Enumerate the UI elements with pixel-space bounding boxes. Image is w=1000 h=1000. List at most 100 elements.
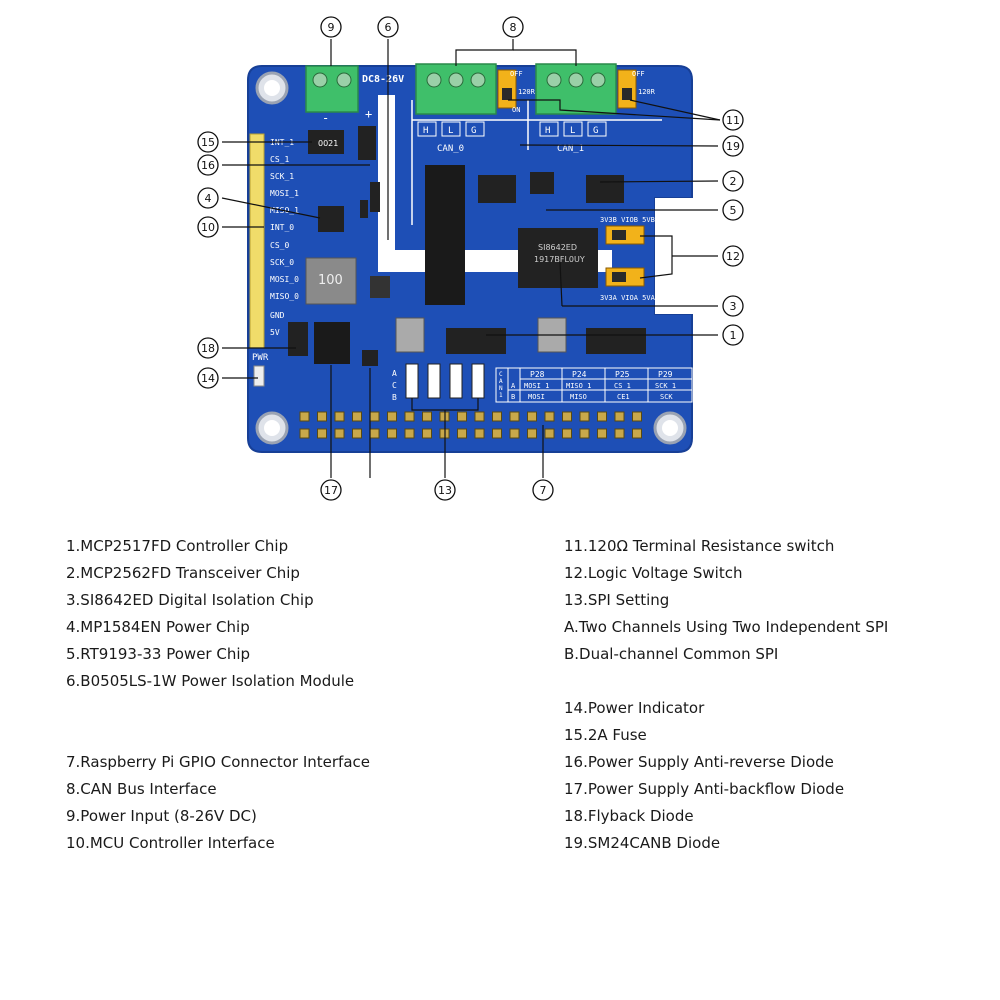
callout-17: 17 [320, 479, 342, 501]
power-input-terminal[interactable] [305, 65, 359, 113]
callout-11: 11 [722, 109, 744, 131]
plus-label: + [365, 107, 372, 121]
gpio-pin [562, 428, 572, 439]
legend-item-1: 1.MCP2517FD Controller Chip [66, 537, 289, 555]
gpio-pin [509, 428, 520, 439]
svg-text:G: G [471, 126, 476, 136]
gpio-pin [299, 411, 310, 422]
callout-number: 14 [201, 372, 215, 385]
callout-number: 18 [201, 342, 215, 355]
callout-16: 16 [197, 154, 219, 176]
svg-text:C: C [499, 371, 503, 378]
legend-item-2: 2.MCP2562FD Transceiver Chip [66, 564, 300, 582]
callout-12: 12 [722, 245, 744, 267]
callout-number: 19 [726, 140, 740, 153]
mcp2517fd-chip-0 [446, 328, 506, 354]
mp1584en-chip [318, 206, 344, 232]
can1-label: CAN_1 [557, 144, 584, 154]
gpio-pin [474, 411, 485, 422]
legend-item-13: 13.SPI Setting [564, 591, 670, 609]
gpio-pin [632, 428, 642, 439]
callout-number: 1 [730, 329, 737, 342]
svg-text:B: B [511, 393, 515, 401]
mcu-pin-label: MOSI_1 [270, 189, 299, 198]
svg-text:L: L [448, 126, 453, 136]
svg-text:A: A [499, 378, 503, 385]
mcu-pin-label: SCK_1 [270, 172, 294, 181]
can1-transceiver [586, 175, 624, 203]
can1-terminal[interactable] [535, 63, 617, 115]
mcu-pin-label: 5V [270, 328, 280, 337]
mounting-holes [255, 71, 687, 445]
svg-text:MOSI: MOSI [528, 393, 545, 401]
gpio-pin [597, 428, 607, 439]
mcu-pin-label: CS_0 [270, 241, 289, 250]
svg-text:CS_1: CS_1 [614, 382, 631, 390]
callout-14: 14 [197, 367, 219, 389]
mcp2517fd-chip-1 [586, 328, 646, 354]
legend-item-16: 16.Power Supply Anti-reverse Diode [564, 753, 834, 771]
callout-number: 7 [540, 484, 547, 497]
legend-item-4: 4.MP1584EN Power Chip [66, 618, 250, 636]
callout-number: 12 [726, 250, 740, 263]
callout-5: 5 [722, 199, 744, 221]
callout-9: 9 [320, 16, 342, 38]
svg-text:C: C [392, 381, 397, 390]
svg-text:H: H [545, 126, 550, 136]
si8642-isolation-chip: SI8642ED 1917BFL0UY [518, 228, 598, 288]
callout-number: 13 [438, 484, 452, 497]
callout-19: 19 [722, 135, 744, 157]
terminal-resistor-switch-can1[interactable] [617, 69, 637, 109]
svg-text:A: A [511, 382, 516, 390]
capacitor-2 [360, 200, 368, 218]
capacitor-1 [370, 182, 380, 212]
callout-6: 6 [377, 16, 399, 38]
svg-text:OFF: OFF [632, 70, 645, 78]
callout-2: 2 [722, 170, 744, 192]
gpio-pin [527, 411, 537, 422]
input-voltage-label: DC8-26V [362, 74, 404, 85]
gpio-pin [404, 428, 415, 439]
mcu-pin-label: INT_0 [270, 223, 294, 232]
capacitor-3 [370, 276, 390, 298]
pwr-label: PWR [252, 353, 269, 363]
gpio-pin [334, 411, 345, 422]
legend-item-15: 15.2A Fuse [564, 726, 647, 744]
gpio-pin [352, 428, 362, 439]
gpio-pin [387, 411, 397, 422]
callout-number: 17 [324, 484, 338, 497]
rt9193-chip-top [530, 172, 554, 194]
legend-item-11: 11.120Ω Terminal Resistance switch [564, 537, 835, 555]
spi-table [495, 367, 693, 403]
gpio-pin [579, 428, 590, 439]
legend-item-9: 9.Power Input (8-26V DC) [66, 807, 257, 825]
svg-text:B: B [392, 393, 397, 402]
gpio-pin [632, 411, 642, 422]
can0-terminal[interactable] [415, 63, 497, 115]
board-svg: DC8-26V - + H L G CAN_0 H L G CAN_1 OFF … [197, 16, 744, 501]
gpio-pin [334, 428, 345, 439]
svg-text:1: 1 [499, 392, 503, 399]
logic-switch-bottom-label: 3V3A VIOA 5VA [600, 294, 656, 302]
svg-text:SI8642ED: SI8642ED [538, 243, 577, 252]
spi-setting-jumpers[interactable] [405, 363, 485, 399]
callout-10: 10 [197, 216, 219, 238]
svg-text:MOSI_1: MOSI_1 [524, 382, 549, 390]
svg-text:ON: ON [512, 106, 520, 114]
gpio-pin [352, 411, 362, 422]
gpio-pin [527, 428, 537, 439]
gpio-pin [544, 411, 555, 422]
gpio-pin [492, 411, 502, 422]
gpio-pin [299, 428, 310, 439]
callout-number: 9 [328, 21, 335, 34]
callout-1: 1 [722, 324, 744, 346]
gpio-pin [509, 411, 520, 422]
gpio-pin [422, 428, 432, 439]
logic-switch-top-label: 3V3B VIOB 5VB [600, 216, 655, 224]
callout-number: 3 [730, 300, 737, 313]
callout-number: 8 [510, 21, 517, 34]
gpio-header[interactable] [299, 411, 642, 439]
logic-voltage-switch-b[interactable] [605, 225, 645, 245]
terminal-resistor-switch-can0[interactable] [497, 69, 517, 109]
